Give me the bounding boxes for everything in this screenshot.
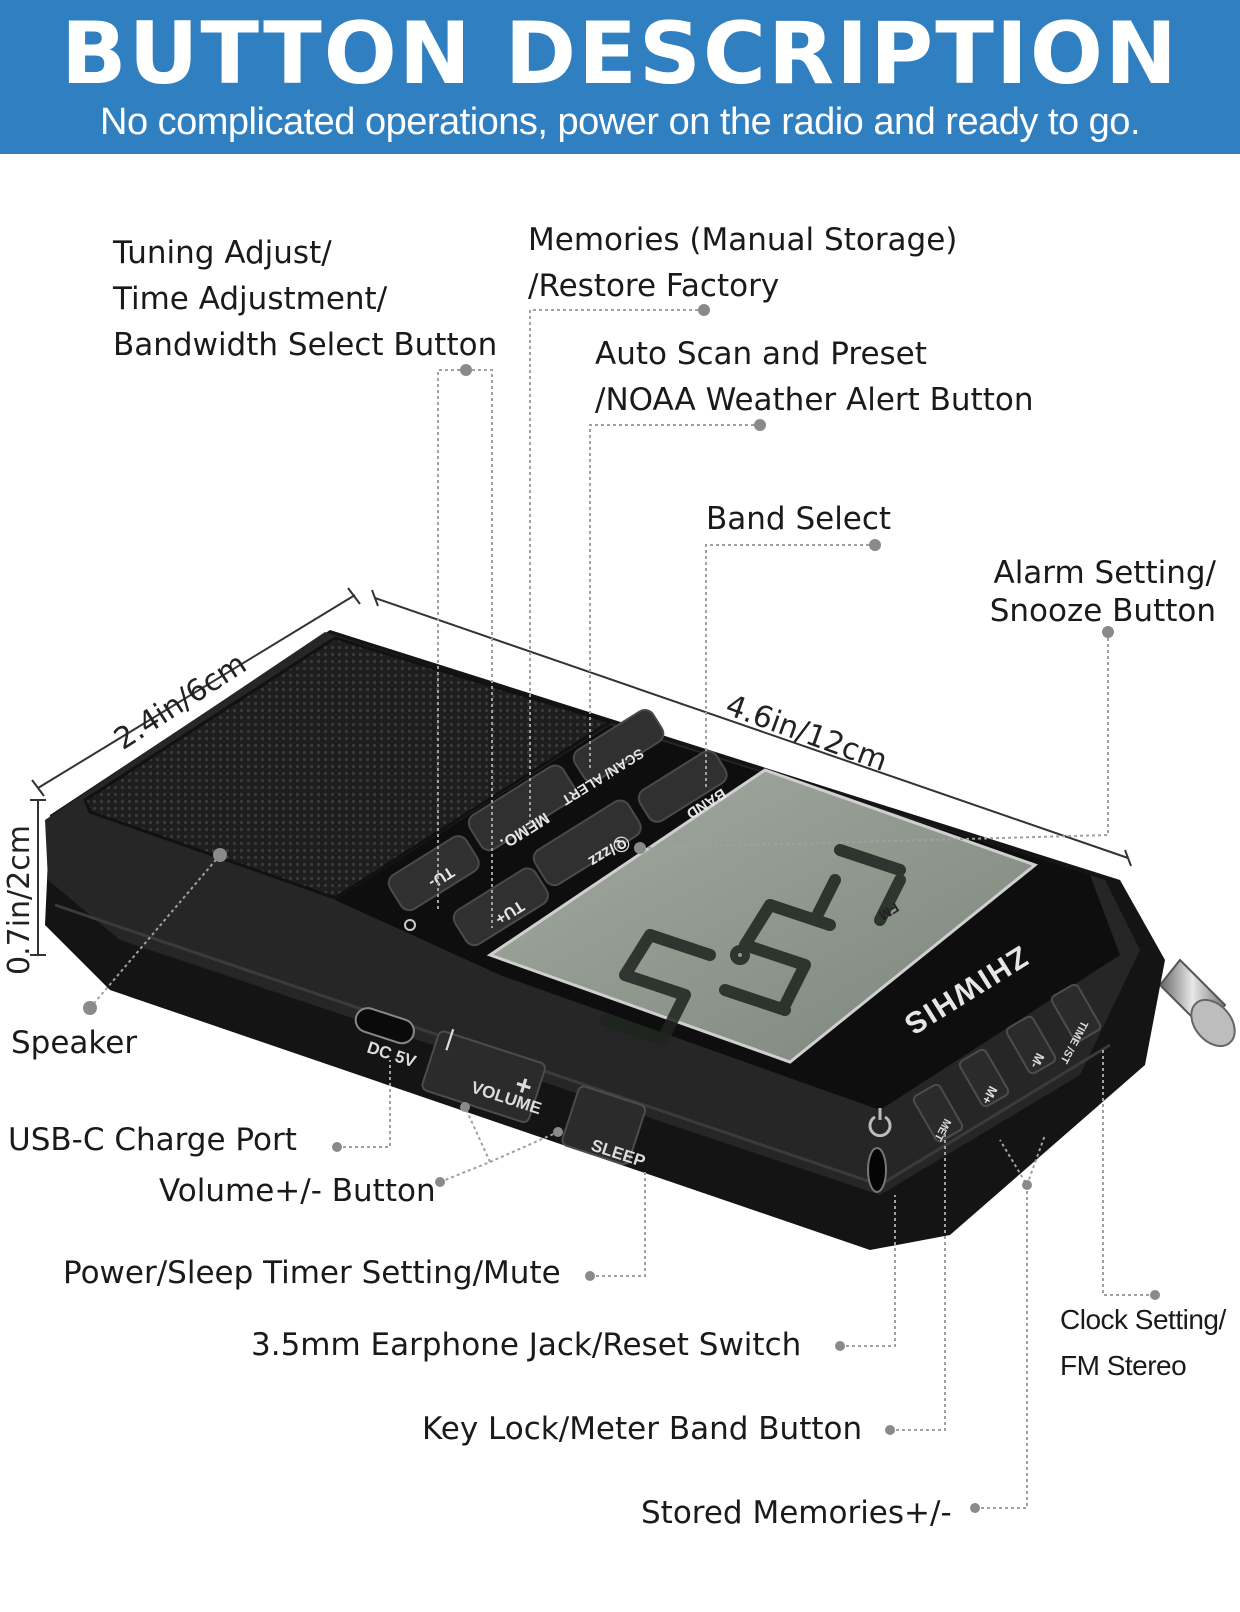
power-icon [868,1108,892,1138]
usb-c-port[interactable] [353,1005,417,1046]
label-stored-memories: Stored Memories+/- [641,1495,952,1531]
label-earphone: 3.5mm Earphone Jack/Reset Switch [251,1327,802,1363]
page-subtitle: No complicated operations, power on the … [100,101,1141,143]
alarm-snooze-button[interactable] [530,797,644,889]
m-minus-button[interactable] [1005,1015,1057,1075]
page-title: BUTTON DESCRIPTION [61,4,1179,104]
tu-plus-button[interactable] [450,865,552,949]
band-button[interactable] [635,747,730,825]
label-auto-scan: Auto Scan and Preset /NOAA Weather Alert… [595,336,1034,418]
scan-alert-button[interactable] [570,706,667,785]
m-minus-text: M- [1027,1051,1047,1071]
label-key-lock: Key Lock/Meter Band Button [422,1411,863,1447]
label-memories: Memories (Manual Storage) /Restore Facto… [528,222,958,304]
memo-button[interactable] [465,762,579,854]
antenna [1158,958,1236,1048]
indicator-led [404,919,416,931]
m-plus-button[interactable] [958,1048,1010,1108]
dimension-lines [30,587,1132,956]
label-speaker: Speaker [11,1025,138,1061]
header-banner: BUTTON DESCRIPTION No complicated operat… [0,0,1240,154]
label-band-select: Band Select [706,501,892,537]
earphone-jack[interactable] [867,1147,887,1193]
met-button[interactable] [912,1083,964,1143]
time-st-button[interactable] [1050,983,1102,1043]
volume-rocker[interactable] [421,1030,547,1124]
label-tuning: Tuning Adjust/ Time Adjustment/ Bandwidt… [113,235,498,363]
label-power: Power/Sleep Timer Setting/Mute [63,1255,561,1291]
radio-body [45,630,1165,1250]
power-sleep-button[interactable] [561,1085,647,1166]
leader-dots [83,304,1160,1513]
thickness-dimension: 0.7in/2cm [2,825,37,975]
speaker-grille [83,636,614,900]
label-volume: Volume+/- Button [159,1173,436,1209]
label-usb-c: USB-C Charge Port [8,1122,297,1158]
leader-lines [89,309,1155,1509]
tu-minus-button[interactable] [385,832,483,914]
label-clock: Clock Setting/ FM Stereo [1060,1304,1226,1381]
label-alarm: Alarm Setting/ Snooze Button [989,555,1216,629]
